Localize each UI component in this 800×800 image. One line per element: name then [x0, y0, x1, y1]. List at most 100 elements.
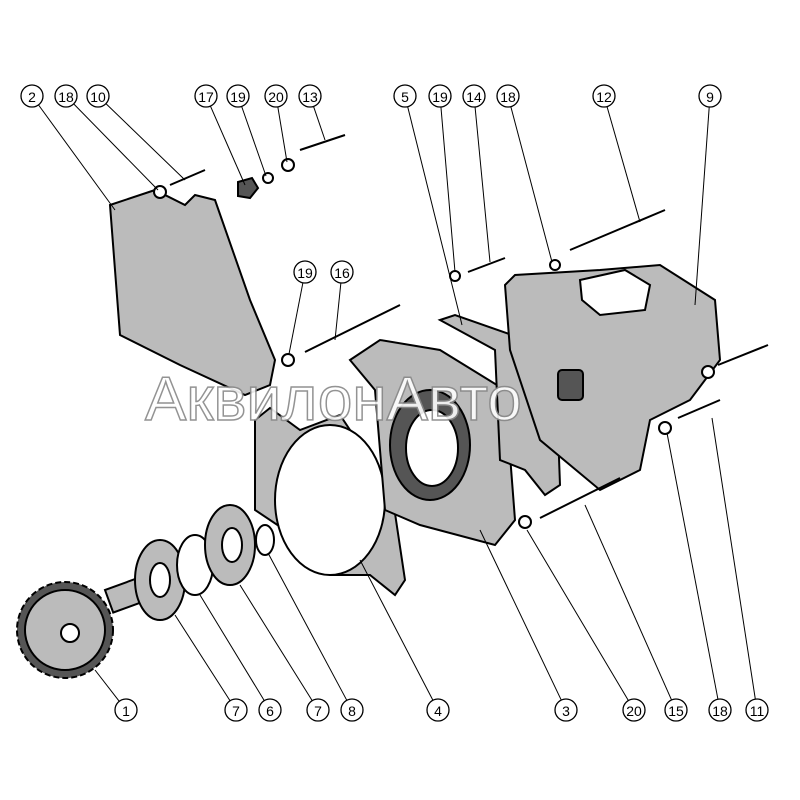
callout-number: 19 — [297, 265, 313, 281]
part-callout: 7 — [224, 698, 248, 722]
callout-circle — [664, 698, 688, 722]
callout-number: 16 — [334, 265, 350, 281]
leader-line — [526, 529, 629, 701]
callout-number: 14 — [466, 89, 482, 105]
part-callout: 6 — [258, 698, 282, 722]
leader-line — [313, 106, 326, 141]
leader-line — [38, 104, 116, 211]
part-callout: 18 — [54, 84, 78, 108]
part-callout: 20 — [622, 698, 646, 722]
callout-number: 15 — [668, 703, 684, 719]
callout-circle — [428, 84, 452, 108]
callout-circle — [745, 698, 769, 722]
callout-circle — [462, 84, 486, 108]
callout-number: 3 — [562, 703, 570, 719]
leader-line — [94, 669, 120, 702]
part-callout: 19 — [428, 84, 452, 108]
leader-line — [584, 504, 672, 701]
part-callout: 11 — [745, 698, 769, 722]
callout-number: 8 — [348, 703, 356, 719]
callout-circle — [330, 260, 354, 284]
callout-circle — [426, 698, 450, 722]
callout-circle — [622, 698, 646, 722]
pump-flange — [578, 268, 652, 317]
part-callout: 18 — [708, 698, 732, 722]
housing-bore-inner — [405, 409, 459, 487]
callout-number: 17 — [198, 89, 214, 105]
callout-number: 10 — [90, 89, 106, 105]
callout-circle — [698, 84, 722, 108]
leader-line — [239, 584, 313, 701]
leader-line — [359, 559, 434, 701]
watermark: АквилонАвто — [145, 365, 522, 434]
callout-circle — [306, 698, 330, 722]
leader-line — [711, 417, 756, 700]
part-callout: 15 — [664, 698, 688, 722]
callout-circle — [258, 698, 282, 722]
part-callout: 2 — [20, 84, 44, 108]
callout-circle — [114, 698, 138, 722]
leader-line — [440, 106, 456, 273]
part-callout: 3 — [554, 698, 578, 722]
callout-number: 4 — [434, 703, 442, 719]
part-callout: 19 — [293, 260, 317, 284]
callout-number: 7 — [314, 703, 322, 719]
part-callout: 20 — [264, 84, 288, 108]
callout-number: 18 — [500, 89, 516, 105]
leader-line — [474, 106, 491, 263]
part-callout: 4 — [426, 698, 450, 722]
callout-number: 5 — [401, 89, 409, 105]
part-callout: 13 — [298, 84, 322, 108]
callout-circle — [54, 84, 78, 108]
leader-line — [267, 552, 348, 701]
bearings — [134, 504, 275, 621]
leader-line — [606, 106, 641, 223]
part-callout: 1 — [114, 698, 138, 722]
part-callout: 16 — [330, 260, 354, 284]
callout-circle — [298, 84, 322, 108]
callout-number: 20 — [626, 703, 642, 719]
callout-number: 20 — [268, 89, 284, 105]
part-callout: 17 — [194, 84, 218, 108]
callout-number: 11 — [750, 703, 765, 719]
leader-line — [666, 432, 719, 700]
callout-circle — [708, 698, 732, 722]
callout-circle — [264, 84, 288, 108]
pump-shaft — [557, 369, 584, 401]
leader-line — [288, 282, 304, 355]
part-callout: 12 — [592, 84, 616, 108]
leader-line — [407, 106, 463, 326]
leader-line — [199, 594, 265, 701]
callout-number: 18 — [58, 89, 74, 105]
callout-number: 1 — [122, 703, 130, 719]
part-callout: 5 — [393, 84, 417, 108]
part-callout: 18 — [496, 84, 520, 108]
leader-line — [510, 106, 553, 263]
callout-circle — [86, 84, 110, 108]
gear — [16, 568, 171, 679]
callout-circle — [554, 698, 578, 722]
part-callout: 8 — [340, 698, 364, 722]
callout-circle — [340, 698, 364, 722]
part-callout: 19 — [226, 84, 250, 108]
part-callout: 10 — [86, 84, 110, 108]
callout-number: 7 — [232, 703, 240, 719]
callout-circle — [496, 84, 520, 108]
callout-number: 19 — [432, 89, 448, 105]
callout-circle — [194, 84, 218, 108]
callout-number: 18 — [712, 703, 728, 719]
pump-body — [503, 263, 722, 492]
callout-number: 19 — [230, 89, 246, 105]
leader-line — [209, 105, 246, 186]
bolts — [169, 134, 769, 519]
callout-number: 13 — [302, 89, 318, 105]
callout-circle — [393, 84, 417, 108]
callout-number: 9 — [706, 89, 714, 105]
part-callout: 9 — [698, 84, 722, 108]
leader-line — [334, 282, 342, 341]
part-callout: 14 — [462, 84, 486, 108]
leader-line — [694, 106, 710, 306]
callout-circle — [20, 84, 44, 108]
callout-number: 2 — [28, 89, 36, 105]
